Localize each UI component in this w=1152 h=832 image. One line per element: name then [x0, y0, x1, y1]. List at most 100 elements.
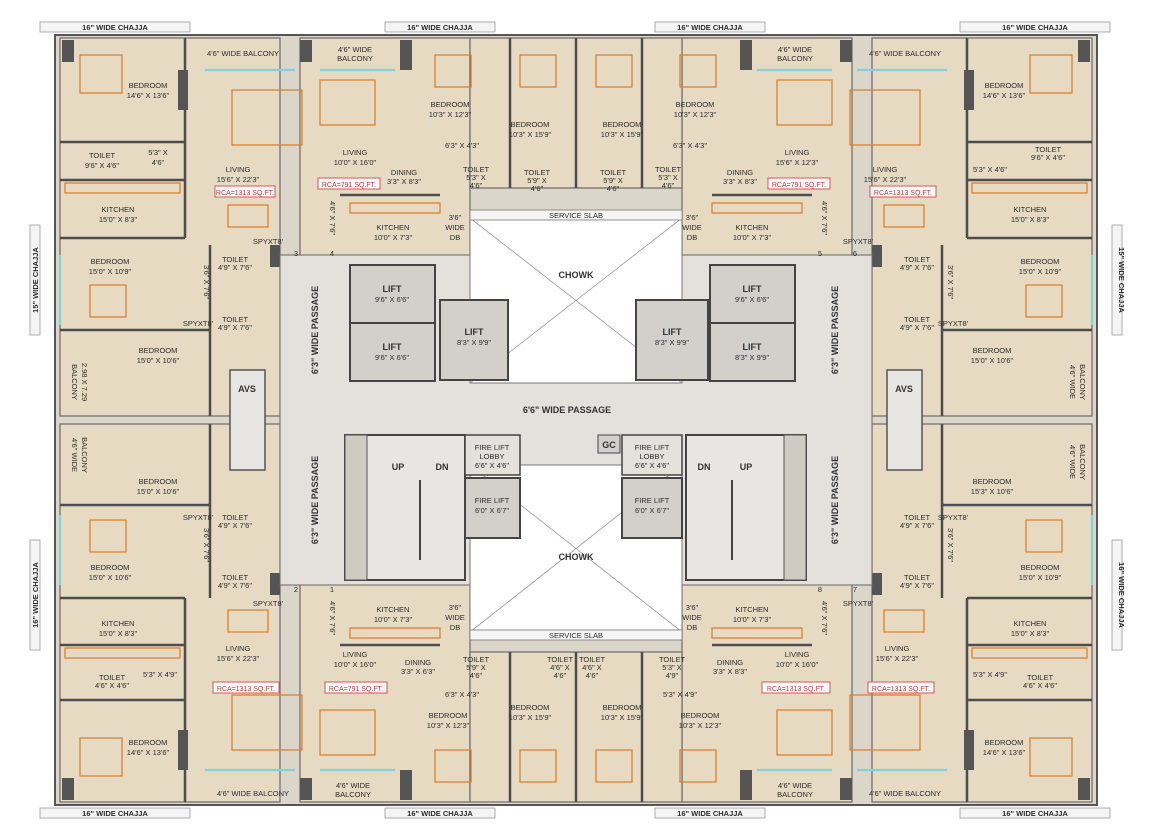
chajja-label: 16" WIDE CHAJJA [407, 23, 473, 32]
room-label: BEDROOM [985, 81, 1024, 90]
room-label: KITCHEN [736, 605, 769, 614]
dim-label: 4'6" [152, 158, 165, 167]
chajja-right-top [1111, 224, 1123, 336]
spy-label: SPYXT8' [253, 237, 284, 246]
room-label: TOILET [904, 513, 931, 522]
room-label: LIVING [226, 644, 251, 653]
room-size: 10'3" X 15'9" [509, 713, 552, 722]
column [62, 778, 74, 800]
room-label: BEDROOM [129, 738, 168, 747]
room-size: 15'6" X 22'3" [217, 654, 260, 663]
column [270, 245, 280, 267]
rca-label: RCA=791 SQ.FT. [329, 686, 383, 693]
kitchen-counter-icon [64, 647, 181, 659]
chajja-label: 15" WIDE CHAJJA [1117, 247, 1126, 313]
fire-lift-label: FIRE LIFT [635, 443, 670, 452]
db-label: WIDE [445, 223, 465, 232]
glazing [58, 68, 1094, 772]
room-size: 15'6" X 12'3" [776, 158, 819, 167]
rca-box [212, 681, 280, 694]
spy-label: SPYXT8' [843, 237, 874, 246]
balcony-label: 4'6" WIDE BALCONY [869, 789, 941, 798]
db-label: WIDE [682, 613, 702, 622]
lift-right-1 [709, 264, 796, 324]
room-label: LIVING [885, 644, 910, 653]
room-size: 9'6" X 4'6" [1031, 153, 1065, 162]
dim-label: 3'6" X 7'6" [202, 528, 211, 562]
fire-lift-right [621, 477, 683, 539]
spy-label: SPYXT8' [938, 319, 969, 328]
room-size: 4'6" [531, 184, 544, 193]
room-label: LIVING [785, 650, 810, 659]
bed-icon [89, 519, 127, 553]
balcony-label: BALCONY [335, 790, 371, 799]
fire-lift-size: 6'0" X 6'7" [635, 506, 669, 515]
furniture [64, 54, 1088, 783]
balcony-label: 4'6" WIDE BALCONY [217, 789, 289, 798]
balcony-label: 4'6" WIDE [70, 438, 79, 472]
rca-box [767, 177, 831, 190]
core [229, 209, 923, 641]
lift-label: LIFT [743, 284, 762, 294]
room-size: 10'3" X 12'3" [679, 721, 722, 730]
lift-size: 9'6" X 6'6" [375, 353, 409, 362]
dim-label: 3'6" X 7'6" [202, 265, 211, 299]
avs-left [229, 369, 266, 471]
bed-icon [595, 54, 633, 88]
column [872, 245, 882, 267]
flat-number: 7 [853, 585, 857, 594]
fire-lift-label: LOBBY [639, 452, 664, 461]
room-label: DINING [717, 658, 743, 667]
rca-box [761, 681, 831, 694]
dim-label: 6'3" X 4'3" [673, 141, 707, 150]
chajja-bottom-mid-right [654, 807, 766, 819]
kitchen-counter-icon [711, 627, 803, 639]
room-size: 10'0" X 7'3" [374, 233, 413, 242]
column [178, 70, 188, 110]
column [178, 730, 188, 770]
columns [62, 40, 1090, 800]
bed-icon [79, 737, 123, 777]
room-size: 3'3" X 8'3" [713, 667, 747, 676]
room-label: TOILET [222, 255, 249, 264]
dim-label: 5'3" X 4'9" [143, 670, 177, 679]
chajja-label: 16" WIDE CHAJJA [1002, 809, 1068, 818]
balcony-label: BALCONY [70, 364, 79, 400]
column [1078, 40, 1090, 62]
room-size: 5'3" X [466, 173, 486, 182]
fire-lift-label: FIRE LIFT [475, 443, 510, 452]
lift-size: 8'3" X 9'9" [655, 338, 689, 347]
fire-lift-label: FIRE LIFT [635, 496, 670, 505]
fire-lift-lobby-left [464, 434, 521, 476]
fire-lift-label: LOBBY [479, 452, 504, 461]
room-size: 4'9" X 7'6" [900, 581, 934, 590]
spy-label: SPYXT8' [183, 513, 214, 522]
bed-icon [595, 749, 633, 783]
room-label: TOILET [89, 151, 116, 160]
kitchen-counter-icon [64, 182, 181, 194]
rca-label: RCA=1313 SQ.FT. [872, 686, 930, 693]
kitchen-counter-icon [971, 647, 1088, 659]
lift-left-3 [439, 299, 509, 381]
lift-size: 9'6" X 6'6" [735, 295, 769, 304]
lift-label: LIFT [383, 284, 402, 294]
room-size: 10'0" X 7'3" [733, 615, 772, 624]
room-label: BEDROOM [511, 703, 550, 712]
room-size: 14'6" X 13'6" [127, 748, 170, 757]
gc-label: GC [602, 440, 616, 450]
passage-label: 6'3" WIDE PASSAGE [830, 456, 840, 544]
chajja-left-bottom [29, 539, 41, 651]
flat-number: 2 [294, 585, 298, 594]
column [840, 40, 852, 62]
chajja-label: 16" WIDE CHAJJA [82, 809, 148, 818]
balcony-label: BALCONY [1078, 364, 1087, 400]
lift-size: 8'3" X 9'9" [735, 353, 769, 362]
passage-label: 6'3" WIDE PASSAGE [310, 286, 320, 374]
lift-left-1 [349, 264, 436, 324]
room-size: 15'0" X 10'9" [1019, 267, 1062, 276]
room-size: 10'3" X 15'9" [601, 130, 644, 139]
rca-label: RCA=791 SQ.FT. [772, 182, 826, 189]
flat-number: 8 [818, 585, 822, 594]
dim-label: 4'6" X 7'6" [820, 201, 829, 235]
room-size: 15'0" X 10'6" [971, 356, 1014, 365]
